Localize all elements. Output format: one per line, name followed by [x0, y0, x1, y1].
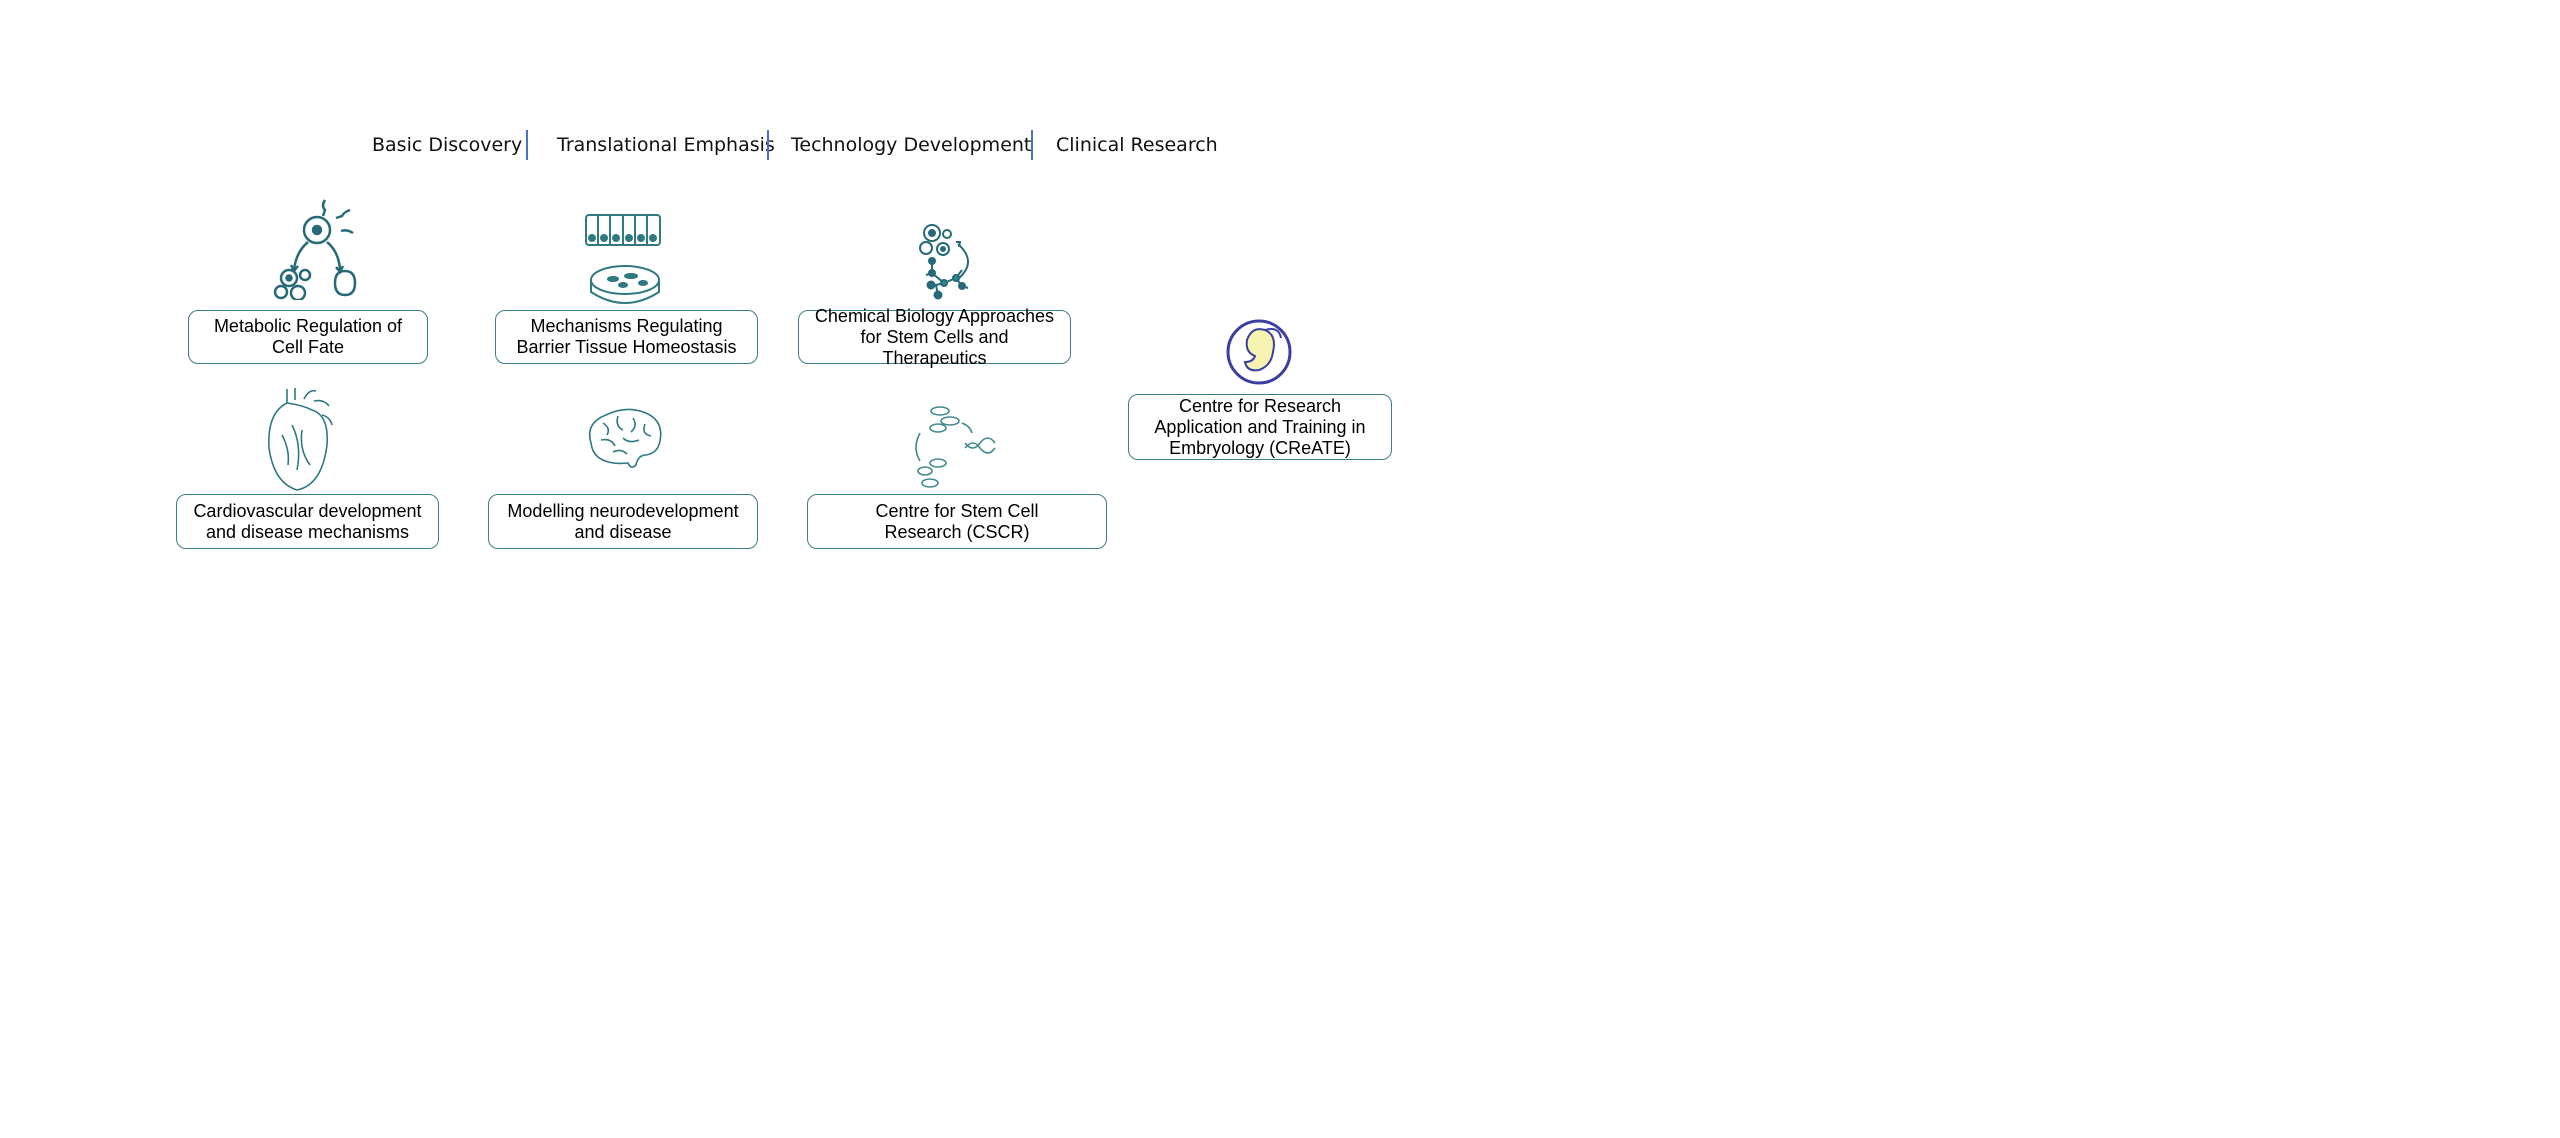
program-box-metabolic-regulation[interactable]: Metabolic Regulation of Cell Fate: [188, 310, 428, 364]
brain-icon: [588, 408, 662, 468]
category-divider: [526, 130, 528, 160]
program-box-cscr[interactable]: Centre for Stem Cell Research (CSCR): [807, 494, 1107, 549]
embryo-icon: [1226, 319, 1292, 385]
program-label: Centre for Research Application and Trai…: [1154, 395, 1366, 458]
cells-dna-icon: [915, 406, 996, 488]
category-clinical-research: Clinical Research: [1056, 134, 1218, 156]
program-label: Cardiovascular development and disease m…: [193, 500, 422, 542]
program-label: Modelling neurodevelopment and disease: [507, 500, 739, 542]
program-box-barrier-tissue[interactable]: Mechanisms Regulating Barrier Tissue Hom…: [495, 310, 758, 364]
cell-differentiation-icon: [273, 199, 357, 300]
molecule-cells-icon: [919, 224, 969, 300]
program-label: Metabolic Regulation of Cell Fate: [213, 316, 403, 357]
category-technology-development: Technology Development: [791, 134, 1032, 156]
program-box-cardiovascular[interactable]: Cardiovascular development and disease m…: [176, 494, 439, 549]
heart-icon: [268, 388, 333, 491]
program-box-create[interactable]: Centre for Research Application and Trai…: [1128, 394, 1392, 460]
category-divider: [1031, 130, 1033, 160]
category-basic-discovery: Basic Discovery: [372, 134, 523, 156]
program-box-chemical-biology[interactable]: Chemical Biology Approaches for Stem Cel…: [798, 306, 1071, 368]
epithelium-petri-dish-icon: [585, 214, 661, 304]
program-label: Mechanisms Regulating Barrier Tissue Hom…: [516, 316, 737, 357]
category-translational-emphasis: Translational Emphasis: [557, 134, 775, 156]
program-box-neurodevelopment[interactable]: Modelling neurodevelopment and disease: [488, 494, 758, 549]
program-label: Centre for Stem Cell Research (CSCR): [875, 500, 1039, 542]
category-divider: [767, 130, 769, 160]
program-label: Chemical Biology Approaches for Stem Cel…: [814, 305, 1055, 368]
